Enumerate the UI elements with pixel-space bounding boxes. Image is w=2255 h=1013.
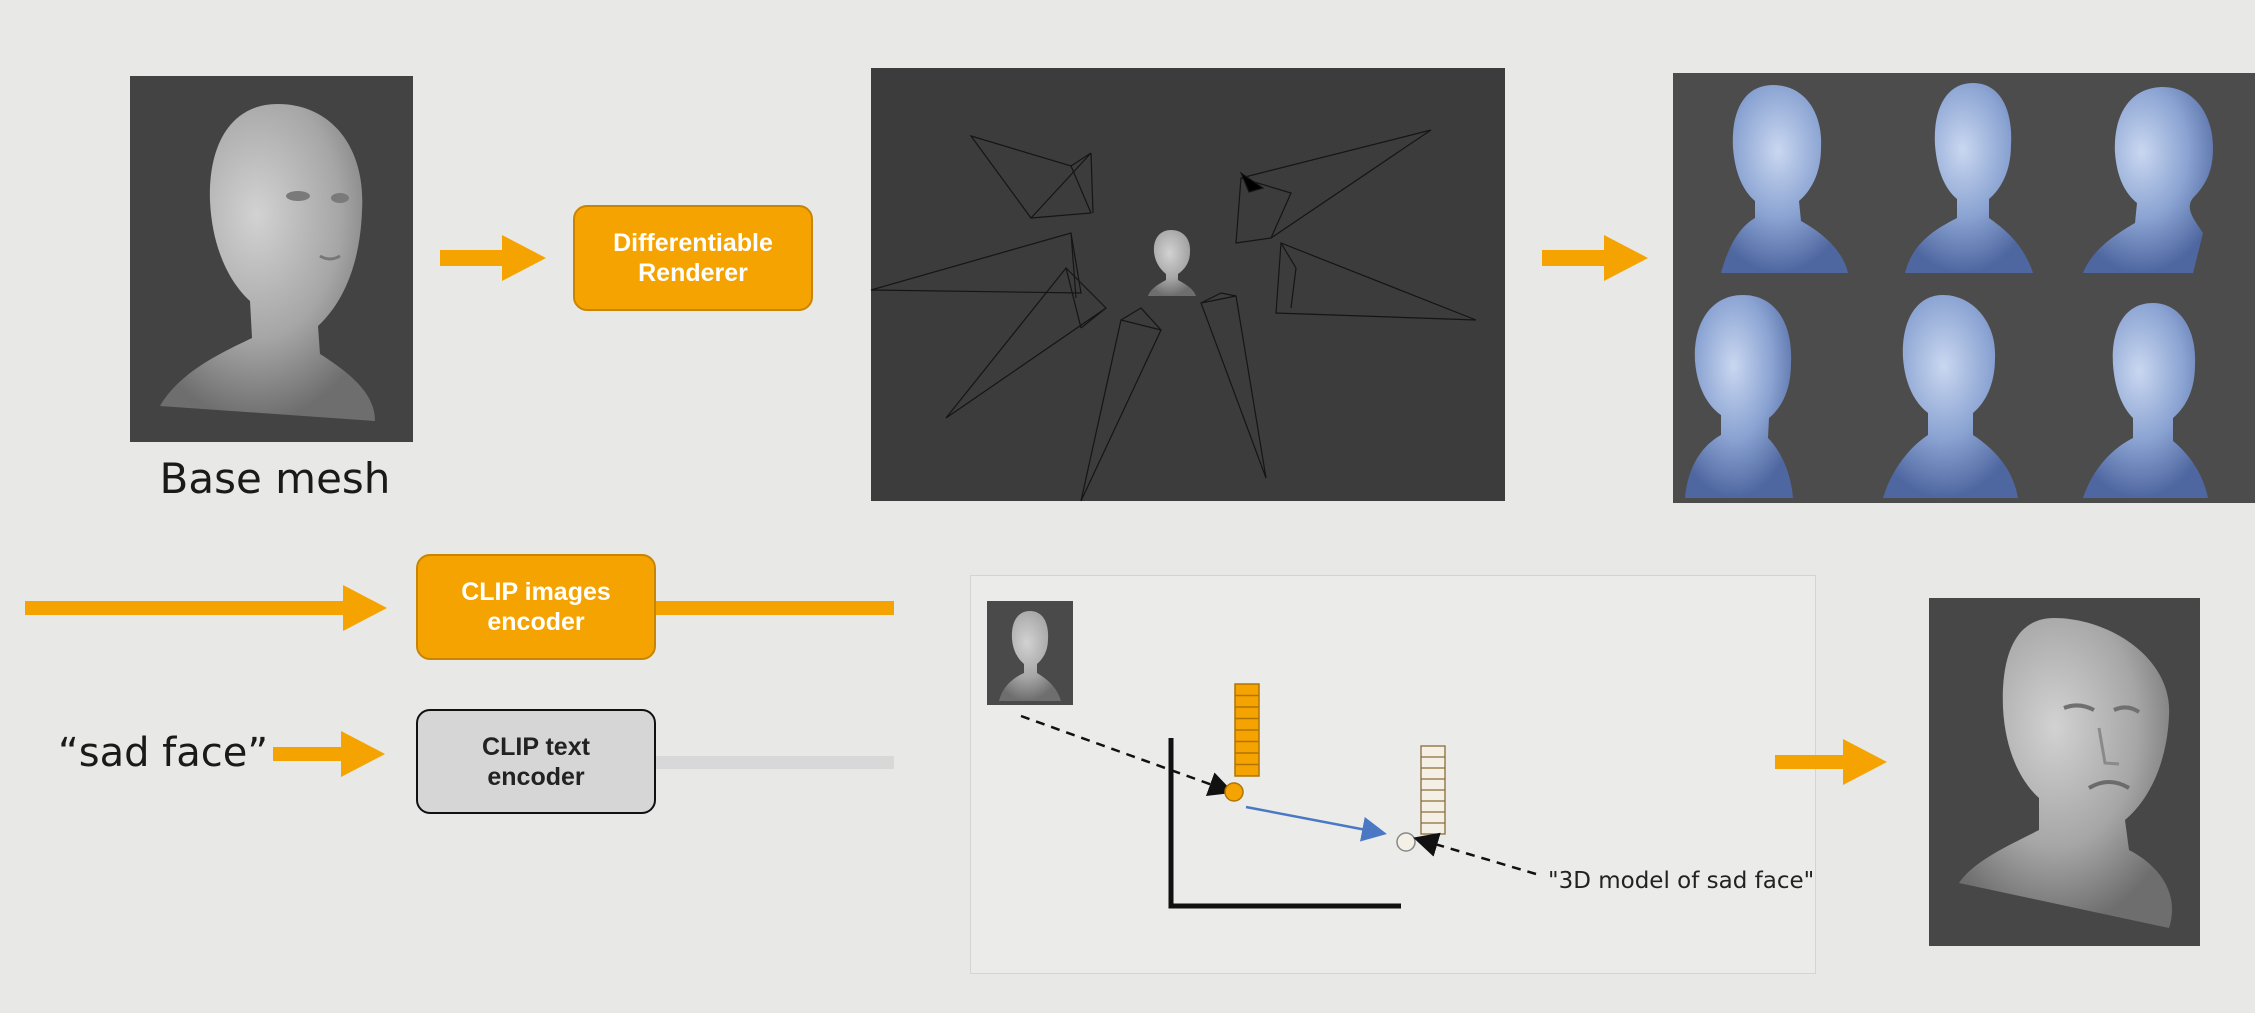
text-prompt: “sad face”: [58, 730, 269, 776]
head-mesh-icon: [1959, 618, 2173, 928]
text-embedding-line: [656, 756, 894, 769]
right-arrow-icon: [1775, 739, 1887, 785]
base-mesh-image: [130, 76, 413, 442]
image-embedding-vector: [1234, 683, 1260, 777]
right-arrow-icon: [440, 235, 546, 281]
clip-image-encoder-block: CLIP images encoder: [416, 554, 656, 660]
differentiable-renderer-block: Differentiable Renderer: [573, 205, 813, 311]
right-arrow-icon: [25, 585, 387, 631]
optimization-arrow: [1245, 805, 1387, 842]
text-embedding-point: [1396, 832, 1416, 852]
clip-text-encoder-block: CLIP text encoder: [416, 709, 656, 814]
embedding-space-panel: "3D model of sad face": [970, 575, 1816, 974]
result-mesh-image: [1929, 598, 2200, 946]
base-mesh-caption: Base mesh: [159, 454, 391, 503]
right-arrow-icon: [273, 731, 385, 777]
head-mesh-icon: [999, 611, 1061, 701]
image-embedding-point: [1224, 782, 1244, 802]
embedding-axes: [1168, 738, 1401, 909]
text-embedding-vector: [1420, 745, 1446, 835]
embedding-diagram: [1020, 683, 1537, 909]
camera-frustum-icon: [870, 129, 1477, 502]
right-arrow-icon: [1542, 235, 1648, 281]
head-mesh-icon: [1685, 83, 2213, 498]
thumbnail-render: [987, 601, 1073, 705]
center-head-icon: [1148, 230, 1196, 296]
rendered-views-grid: [1673, 73, 2255, 503]
prompt-label: "3D model of sad face": [1548, 868, 1815, 894]
image-embedding-line: [656, 601, 894, 615]
camera-rig-render: [870, 68, 1505, 502]
head-mesh-icon: [160, 104, 375, 421]
